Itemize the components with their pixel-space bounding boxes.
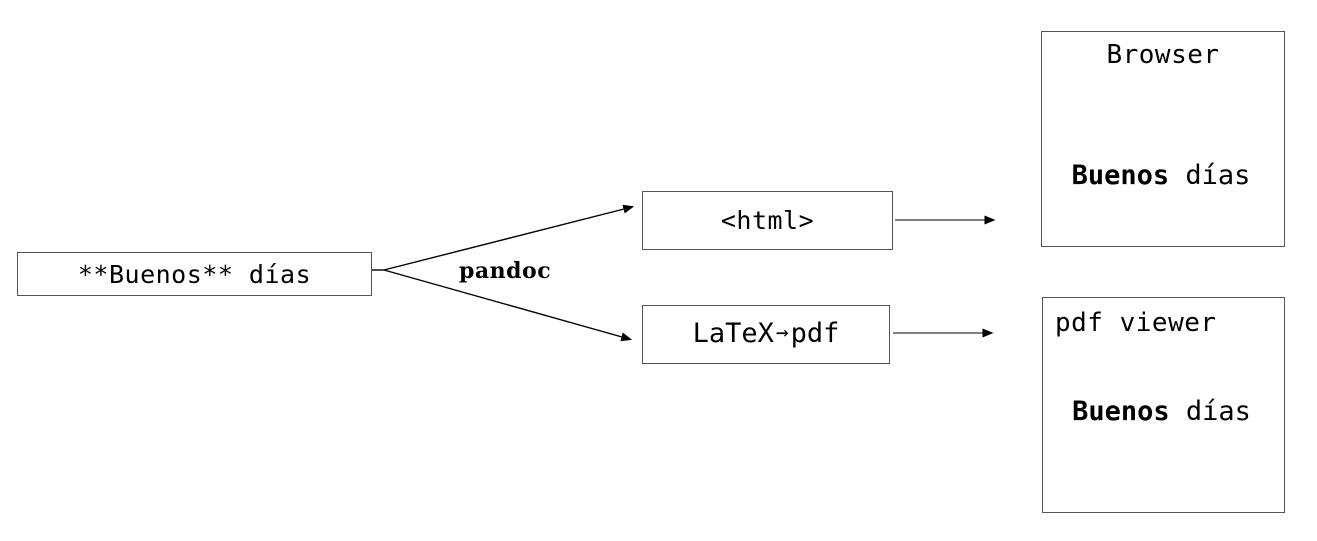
pdf-viewer-rendered-text: Buenos días	[1041, 396, 1282, 427]
markdown-source-label: **Buenos** días	[77, 259, 312, 289]
pdf-viewer-output-node: pdf viewer Buenos días	[1042, 297, 1285, 513]
browser-rendered-text: Buenos días	[1040, 160, 1282, 191]
html-intermediate-node: <html>	[642, 191, 893, 250]
edge-source-to-latex	[383, 269, 633, 342]
latex-pdf-label-group: LaTeX→pdf	[693, 318, 840, 349]
browser-output-node: Browser Buenos días	[1041, 31, 1285, 247]
pdf-viewer-rendered-plain: días	[1169, 396, 1251, 427]
pandoc-edge-label: pandoc	[459, 258, 552, 284]
pdf-viewer-title: pdf viewer	[1055, 308, 1217, 338]
pdf-viewer-rendered-strong: Buenos	[1072, 396, 1170, 427]
browser-title: Browser	[1106, 40, 1220, 70]
html-intermediate-label: <html>	[720, 206, 815, 235]
edge-source-to-html	[383, 204, 635, 271]
browser-rendered-plain: días	[1169, 160, 1251, 191]
pdf-label: pdf	[790, 318, 840, 349]
right-arrow-icon: →	[775, 320, 789, 344]
latex-pdf-intermediate-node: LaTeX→pdf	[642, 305, 890, 364]
markdown-source-node: **Buenos** días	[17, 252, 372, 296]
browser-rendered-strong: Buenos	[1071, 160, 1170, 191]
latex-label: LaTeX	[692, 318, 774, 349]
